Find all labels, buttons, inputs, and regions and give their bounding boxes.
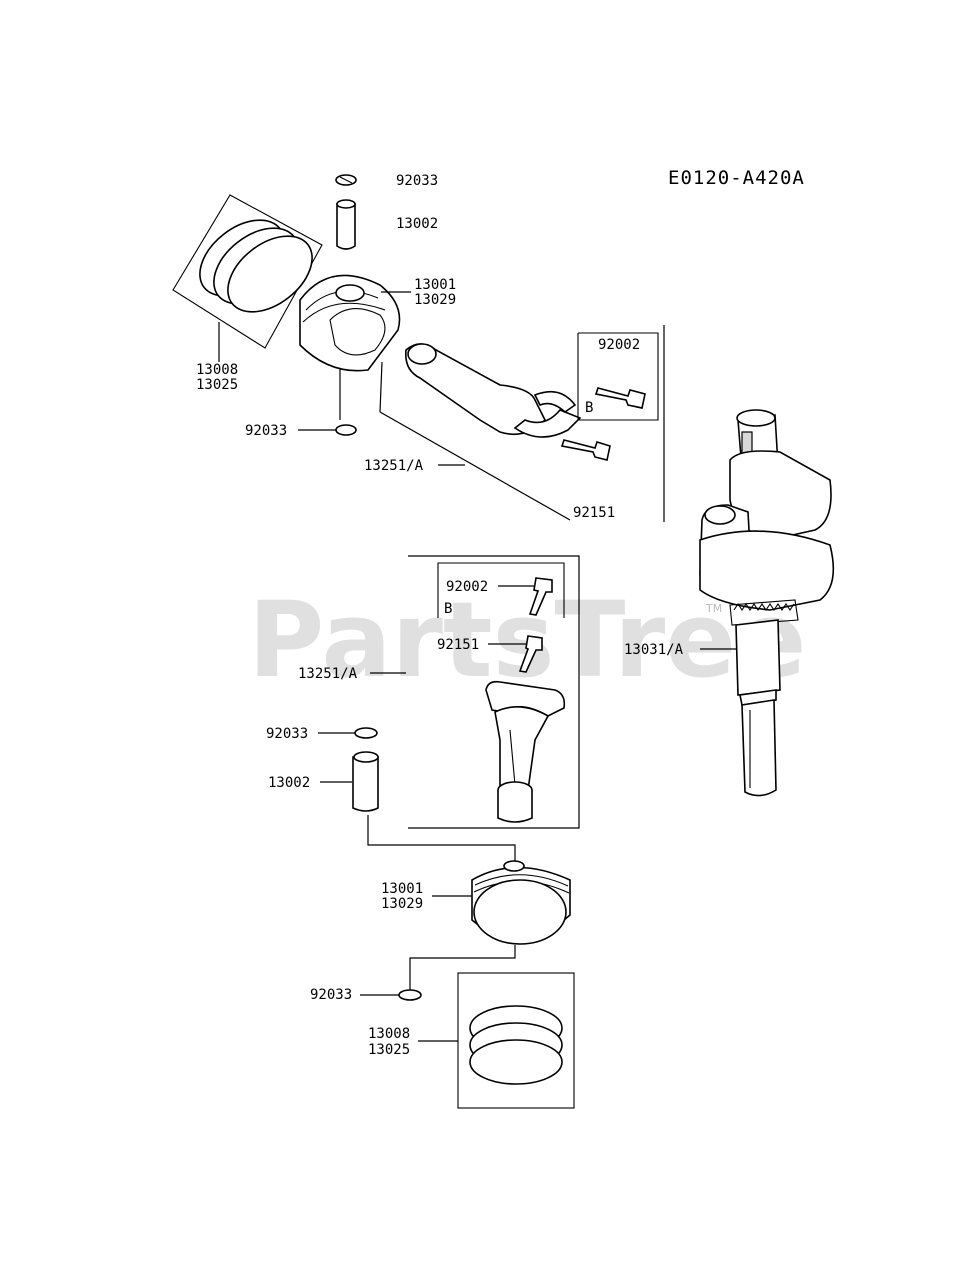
top-bolt-box-part[interactable] <box>594 387 646 409</box>
mid-bolt-box <box>437 562 565 618</box>
watermark-tm: TM <box>705 602 722 615</box>
label-top-box-b: B <box>585 400 593 416</box>
top-bolt-std-part[interactable] <box>560 439 611 461</box>
label-mid-rod[interactable]: 13251/A <box>298 666 358 682</box>
label-mid-bolt-box[interactable]: 92002 <box>446 579 488 595</box>
top-piston-part[interactable] <box>299 274 401 372</box>
label-low-rings-b[interactable]: 13025 <box>368 1042 410 1058</box>
label-low-piston-a[interactable]: 13001 <box>381 881 423 897</box>
top-bolt-box <box>577 332 659 421</box>
label-top-pin[interactable]: 13002 <box>396 216 438 232</box>
label-low-clip[interactable]: 92033 <box>266 726 308 742</box>
label-low-clip-bottom[interactable]: 92033 <box>310 987 352 1003</box>
label-crankshaft[interactable]: 13031/A <box>624 642 684 658</box>
label-mid-box-b: B <box>444 601 452 617</box>
top-rod-part[interactable] <box>404 343 582 438</box>
label-top-piston-b[interactable]: 13029 <box>414 292 456 308</box>
diagram-code: E0120-A420A <box>668 167 805 189</box>
low-clip-part[interactable] <box>354 727 378 739</box>
low-rings-part[interactable] <box>457 972 575 1109</box>
label-top-clip-bottom[interactable]: 92033 <box>245 423 287 439</box>
label-top-rings-b[interactable]: 13025 <box>196 377 238 393</box>
label-mid-bolt-std[interactable]: 92151 <box>437 637 479 653</box>
mid-rod-bracket <box>408 555 580 829</box>
top-pin-part[interactable] <box>336 199 356 250</box>
label-top-bolt-box[interactable]: 92002 <box>598 337 640 353</box>
label-top-clip[interactable]: 92033 <box>396 173 438 189</box>
label-low-pin[interactable]: 13002 <box>268 775 310 791</box>
mid-bolt-std-part[interactable] <box>518 635 543 673</box>
top-clip-bottom-part[interactable] <box>335 424 357 436</box>
label-low-rings-a[interactable]: 13008 <box>368 1026 410 1042</box>
label-top-rings-a[interactable]: 13008 <box>196 362 238 378</box>
label-top-piston-a[interactable]: 13001 <box>414 277 456 293</box>
low-piston-part[interactable] <box>471 860 571 945</box>
mid-bolt-box-part[interactable] <box>528 577 553 616</box>
top-clip-part[interactable] <box>335 174 357 186</box>
low-clip-bottom-part[interactable] <box>398 989 422 1001</box>
label-top-bolt-std[interactable]: 92151 <box>573 505 615 521</box>
label-low-piston-b[interactable]: 13029 <box>381 896 423 912</box>
low-pin-part[interactable] <box>352 751 379 812</box>
crankshaft-part[interactable] <box>699 409 835 797</box>
label-top-rod[interactable]: 13251/A <box>364 458 424 474</box>
mid-rod-part[interactable] <box>485 680 566 823</box>
top-rings-part[interactable] <box>172 194 326 349</box>
